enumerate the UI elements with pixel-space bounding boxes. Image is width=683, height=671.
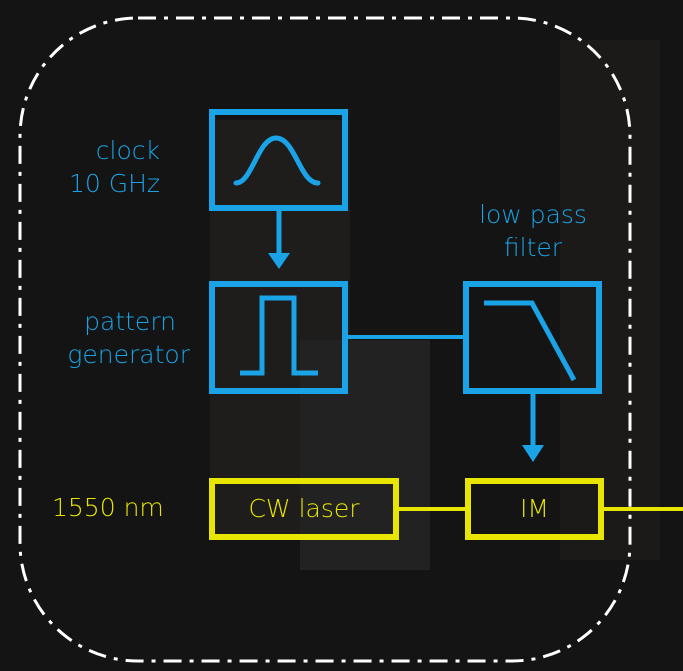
clock-label-line1: clock <box>40 134 160 167</box>
pattern-label-line2: generator <box>30 338 190 371</box>
lowpass-label-line2: filter <box>455 231 611 264</box>
modulator-text: IM <box>468 492 601 525</box>
pattern-generator-label: pattern generator <box>30 305 190 371</box>
pattern-label-line1: pattern <box>30 305 190 338</box>
wavelength-label: 1550 nm <box>52 491 164 524</box>
lowpass-filter-label: low pass filter <box>455 198 611 264</box>
clock-label-line2: 10 GHz <box>40 167 160 200</box>
lowpass-label-line1: low pass <box>455 198 611 231</box>
clock-label: clock 10 GHz <box>40 134 160 200</box>
cw-laser-text: CW laser <box>212 492 396 525</box>
